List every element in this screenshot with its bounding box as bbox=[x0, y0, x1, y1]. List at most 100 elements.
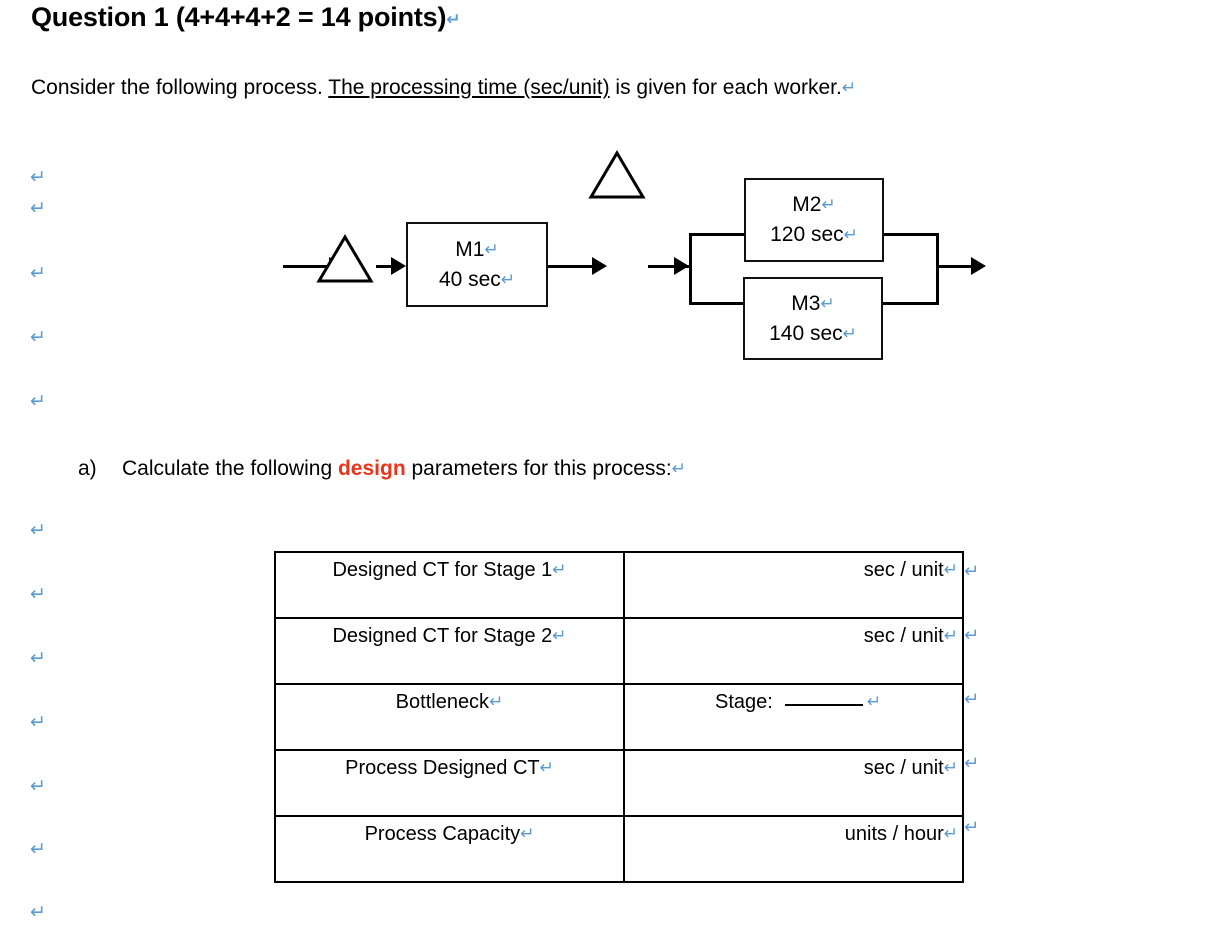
row-end-mark-icon: ↵ bbox=[964, 625, 980, 646]
stage-label-text: Stage: bbox=[715, 691, 773, 713]
paragraph-mark-icon: ↵ bbox=[30, 775, 46, 797]
connector-buffer1-to-m1 bbox=[376, 265, 394, 268]
arrow-head-to-buffer2-icon bbox=[592, 257, 607, 275]
row-label-text: Designed CT for Stage 1 bbox=[332, 559, 553, 581]
paragraph-mark-icon: ↵ bbox=[30, 326, 46, 348]
row-label-text: Bottleneck bbox=[395, 691, 490, 713]
row-label-text: Process Capacity bbox=[364, 823, 521, 845]
paragraph-mark-icon: ↵ bbox=[841, 78, 857, 98]
paragraph-mark-icon: ↵ bbox=[30, 647, 46, 669]
row-label-text: Designed CT for Stage 2 bbox=[332, 625, 553, 647]
paragraph-mark-icon: ↵ bbox=[30, 583, 46, 605]
paragraph-mark-icon: ↵ bbox=[30, 390, 46, 412]
paragraph-mark-icon: ↵ bbox=[446, 10, 461, 30]
m2-label: M2↵ bbox=[792, 190, 835, 220]
paragraph-mark-icon: ↵ bbox=[842, 323, 857, 344]
page-title-text: Question 1 (4+4+4+2 = 14 points) bbox=[31, 2, 447, 32]
part-a-instruction: a) Calculate the following design paramet… bbox=[78, 457, 686, 481]
intro-paragraph: Consider the following process. The proc… bbox=[31, 76, 856, 100]
process-flow-diagram: M1↵ 40 sec↵ M2↵ 120 sec↵ M3↵ 140 sec↵ bbox=[0, 150, 1210, 390]
connector-buffer2-to-split bbox=[648, 265, 690, 268]
paragraph-mark-icon: ↵ bbox=[539, 758, 554, 778]
m2-time: 120 sec↵ bbox=[770, 220, 858, 250]
paragraph-mark-icon: ↵ bbox=[552, 626, 567, 646]
paragraph-mark-icon: ↵ bbox=[30, 166, 46, 188]
arrow-head-to-m1-icon bbox=[391, 257, 406, 275]
table-row: Designed CT for Stage 2↵ sec / unit↵ bbox=[274, 617, 964, 685]
m1-label: M1↵ bbox=[455, 235, 498, 265]
process-box-m1: M1↵ 40 sec↵ bbox=[406, 222, 548, 307]
row-label-cell: Process Designed CT↵ bbox=[274, 749, 625, 817]
arrow-head-to-split-icon bbox=[674, 257, 689, 275]
outbound-arrow-head-icon bbox=[971, 257, 986, 275]
paragraph-mark-icon: ↵ bbox=[943, 758, 958, 778]
m1-time: 40 sec↵ bbox=[439, 265, 515, 295]
outbound-arrow-line bbox=[936, 265, 980, 268]
paragraph-mark-icon: ↵ bbox=[821, 195, 836, 216]
page-title: Question 1 (4+4+4+2 = 14 points)↵ bbox=[31, 2, 461, 33]
paragraph-mark-icon: ↵ bbox=[943, 824, 958, 844]
row-value-cell[interactable]: sec / unit↵ bbox=[623, 617, 964, 685]
paragraph-mark-icon: ↵ bbox=[30, 197, 46, 219]
process-box-m2: M2↵ 120 sec↵ bbox=[744, 178, 884, 262]
inbound-arrow-line bbox=[283, 265, 331, 268]
paragraph-mark-icon: ↵ bbox=[943, 560, 958, 580]
inventory-buffer-triangle-1-icon bbox=[316, 234, 374, 283]
table-row: Designed CT for Stage 1↵ sec / unit↵ bbox=[274, 551, 964, 619]
split-branch-upper bbox=[689, 233, 747, 236]
paragraph-mark-icon: ↵ bbox=[30, 838, 46, 860]
m3-time-text: 140 sec bbox=[769, 321, 843, 345]
m2-time-text: 120 sec bbox=[770, 223, 844, 246]
row-end-mark-icon: ↵ bbox=[964, 753, 980, 774]
paragraph-mark-icon: ↵ bbox=[484, 239, 499, 260]
m1-time-text: 40 sec bbox=[438, 267, 501, 291]
paragraph-mark-icon: ↵ bbox=[30, 711, 46, 733]
paragraph-mark-icon: ↵ bbox=[489, 692, 504, 712]
m1-label-text: M1 bbox=[455, 237, 485, 261]
stage-answer-blank[interactable] bbox=[784, 704, 863, 706]
table-row: Bottleneck↵ Stage:↵ bbox=[274, 683, 964, 751]
row-value-cell[interactable]: units / hour↵ bbox=[623, 815, 964, 883]
process-box-m3: M3↵ 140 sec↵ bbox=[743, 277, 883, 360]
row-end-mark-icon: ↵ bbox=[964, 561, 980, 582]
merge-branch-upper bbox=[881, 233, 939, 236]
row-units-text: sec / unit bbox=[863, 559, 944, 581]
merge-branch-lower bbox=[881, 302, 939, 305]
connector-m1-to-buffer2 bbox=[548, 265, 596, 268]
part-a-text-after: parameters for this process: bbox=[405, 457, 672, 480]
row-label-text: Process Designed CT bbox=[345, 757, 540, 779]
m2-label-text: M2 bbox=[792, 193, 822, 217]
paragraph-mark-icon: ↵ bbox=[520, 824, 535, 844]
row-label-cell: Bottleneck↵ bbox=[274, 683, 625, 751]
paragraph-mark-icon: ↵ bbox=[30, 262, 46, 284]
merge-bus-vertical bbox=[936, 233, 939, 305]
row-value-cell[interactable]: sec / unit↵ bbox=[623, 551, 964, 619]
row-end-mark-icon: ↵ bbox=[964, 689, 980, 710]
row-units-text: sec / unit bbox=[863, 625, 944, 647]
row-value-cell-bottleneck[interactable]: Stage: ↵ bbox=[623, 683, 964, 751]
intro-suffix: is given for each worker. bbox=[609, 76, 842, 99]
design-parameters-table: Designed CT for Stage 1↵ sec / unit↵ Des… bbox=[274, 551, 964, 883]
intro-underlined-phrase: The processing time (sec/unit) bbox=[328, 76, 610, 99]
split-bus-vertical bbox=[689, 233, 692, 305]
paragraph-mark-icon: ↵ bbox=[820, 293, 835, 314]
row-value-cell[interactable]: sec / unit↵ bbox=[623, 749, 964, 817]
row-end-mark-icon: ↵ bbox=[964, 817, 980, 838]
paragraph-mark-icon: ↵ bbox=[866, 692, 882, 712]
intro-prefix: Consider the following process. bbox=[31, 76, 329, 99]
part-a-marker: a) bbox=[78, 457, 97, 480]
paragraph-mark-icon: ↵ bbox=[552, 560, 567, 580]
paragraph-mark-icon: ↵ bbox=[30, 901, 46, 923]
paragraph-mark-icon: ↵ bbox=[30, 519, 46, 541]
part-a-text-before: Calculate the following bbox=[122, 457, 338, 480]
paragraph-mark-icon: ↵ bbox=[943, 626, 958, 646]
m3-label: M3↵ bbox=[791, 289, 834, 319]
paragraph-mark-icon: ↵ bbox=[671, 459, 687, 479]
row-label-cell: Designed CT for Stage 2↵ bbox=[274, 617, 625, 685]
row-units-text: units / hour bbox=[844, 823, 944, 845]
m3-time: 140 sec↵ bbox=[769, 319, 857, 349]
row-label-cell: Process Capacity↵ bbox=[274, 815, 625, 883]
paragraph-mark-icon: ↵ bbox=[500, 269, 516, 290]
part-a-emphasis: design bbox=[337, 457, 406, 480]
table-row: Process Capacity↵ units / hour↵ bbox=[274, 815, 964, 883]
